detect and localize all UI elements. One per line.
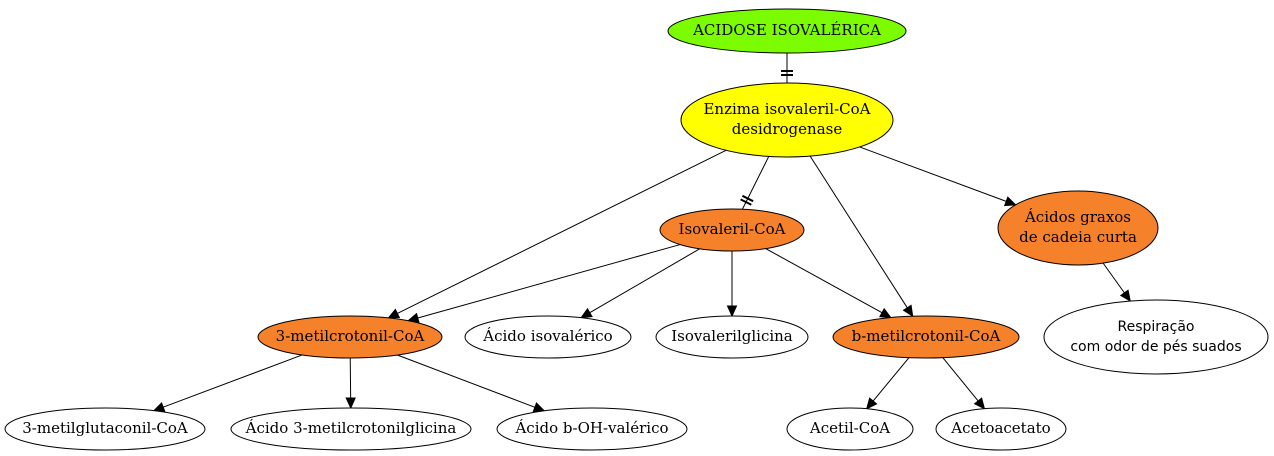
- edge-metilcrotonil3-to-acido_boh: [397, 354, 546, 413]
- node-label: Respiração: [1118, 319, 1195, 335]
- arrowhead-icon: [973, 397, 986, 410]
- node-acido-metilcrotonilglicina: Ácido 3-metilcrotonilglicina: [230, 407, 472, 451]
- edge-enzima-to-acidos_graxos: [859, 146, 1017, 207]
- node-label: Acetil-CoA: [809, 419, 890, 437]
- node-label: Isovaleril-CoA: [679, 220, 786, 238]
- node-label: Ácido 3-metilcrotonilglicina: [245, 419, 457, 437]
- node-label: ACIDOSE ISOVALÉRICA: [692, 21, 881, 39]
- arrowhead-icon: [152, 402, 166, 412]
- node-label: Ácido b-OH-valérico: [514, 419, 668, 437]
- edge-line: [872, 357, 910, 402]
- node-acetil: Acetil-CoA: [786, 407, 914, 451]
- node-ellipse: [935, 407, 1067, 451]
- edge-isovaleril-to-isovalerilglicina: [726, 251, 738, 318]
- edge-line: [397, 354, 536, 408]
- node-label: Acetoacetato: [950, 419, 1050, 437]
- edge-line: [1102, 262, 1125, 294]
- edge-bmetilcrotonil-to-acetil: [865, 357, 910, 410]
- node-label: de cadeia curta: [1019, 228, 1137, 246]
- edge-line: [859, 146, 1007, 202]
- arrowhead-icon: [1003, 196, 1017, 207]
- node-acido-isovalerico: Ácido isovalérico: [464, 315, 632, 359]
- edge-line: [397, 149, 727, 314]
- edge-isovaleril-to-bmetilcrotonil: [765, 248, 892, 319]
- node-isovalerilglicina: Isovalerilglicina: [655, 315, 809, 359]
- node-acetoacetato: Acetoacetato: [935, 407, 1067, 451]
- edge-line: [162, 354, 303, 408]
- node-ellipse: [1043, 299, 1269, 375]
- edge-line: [589, 248, 700, 314]
- arrowhead-icon: [1119, 289, 1131, 302]
- node-ellipse: [655, 315, 809, 359]
- arrowhead-icon: [726, 305, 738, 318]
- node-respiracao: Respiração com odor de pés suados: [1043, 299, 1269, 375]
- edge-enzima-to-bmetilcrotonil: [809, 155, 914, 318]
- edge-enzima-to-isovaleril: [740, 156, 770, 210]
- node-label: 3-metilcrotonil-CoA: [276, 327, 425, 345]
- node-label: Enzima isovaleril-CoA: [703, 100, 870, 118]
- node-acidose: ACIDOSE ISOVALÉRICA: [667, 8, 907, 54]
- edge-metilcrotonil3-to-metilglutaconil: [152, 354, 303, 412]
- arrowhead-icon: [865, 397, 878, 410]
- node-isovaleril: Isovaleril-CoA: [659, 208, 805, 252]
- nodes-layer: ACIDOSE ISOVALÉRICA Enzima isovaleril-CoA…: [4, 8, 1269, 451]
- node-acido-boh: Ácido b-OH-valérico: [496, 407, 688, 451]
- node-metilglutaconil: 3-metilglutaconil-CoA: [4, 407, 206, 451]
- tee-bar-icon: [741, 194, 754, 203]
- node-label: desidrogenase: [732, 120, 843, 138]
- node-ellipse: [257, 315, 443, 359]
- node-label: com odor de pés suados: [1070, 339, 1241, 355]
- node-label: Ácido isovalérico: [482, 327, 612, 345]
- arrowhead-icon: [879, 307, 892, 319]
- tee-bar-icon: [740, 198, 752, 206]
- node-ellipse: [832, 315, 1020, 359]
- arrowhead-icon: [387, 308, 401, 319]
- node-ellipse: [659, 208, 805, 252]
- edge-bmetilcrotonil-to-acetoacetato: [942, 357, 986, 410]
- node-label: b-metilcrotonil-CoA: [852, 327, 1001, 345]
- node-ellipse: [680, 82, 894, 158]
- arrowhead-icon: [532, 402, 546, 413]
- edge-line: [417, 244, 681, 319]
- node-label: 3-metilglutaconil-CoA: [22, 419, 188, 437]
- arrowhead-icon: [902, 304, 914, 318]
- edge-line: [942, 357, 979, 402]
- node-label: Isovalerilglicina: [671, 327, 793, 345]
- node-label: Ácidos graxos: [1024, 208, 1131, 226]
- node-acidos-graxos: Ácidos graxos de cadeia curta: [997, 190, 1159, 266]
- node-ellipse: [464, 315, 632, 359]
- node-ellipse: [230, 407, 472, 451]
- node-metilcrotonil3: 3-metilcrotonil-CoA: [257, 315, 443, 359]
- node-ellipse: [786, 407, 914, 451]
- node-bmetilcrotonil: b-metilcrotonil-CoA: [832, 315, 1020, 359]
- arrowhead-icon: [580, 307, 593, 319]
- edge-line: [809, 155, 908, 309]
- node-ellipse: [496, 407, 688, 451]
- edge-line: [765, 248, 883, 314]
- edge-acidose-to-enzima: [781, 53, 793, 83]
- edge-acidos_graxos-to-respiracao: [1102, 262, 1131, 302]
- edges-layer: [152, 53, 1131, 413]
- edge-metilcrotonil3-to-acido_metilcrotonilglicina: [345, 357, 356, 410]
- node-ellipse: [4, 407, 206, 451]
- edge-enzima-to-metilcrotonil3: [387, 149, 727, 319]
- arrowhead-icon: [345, 397, 356, 410]
- node-ellipse: [997, 190, 1159, 266]
- edge-line: [741, 156, 770, 210]
- edge-isovaleril-to-acido_isovalerico: [580, 248, 700, 319]
- node-enzima: Enzima isovaleril-CoA desidrogenase: [680, 82, 894, 158]
- node-ellipse: [667, 8, 907, 54]
